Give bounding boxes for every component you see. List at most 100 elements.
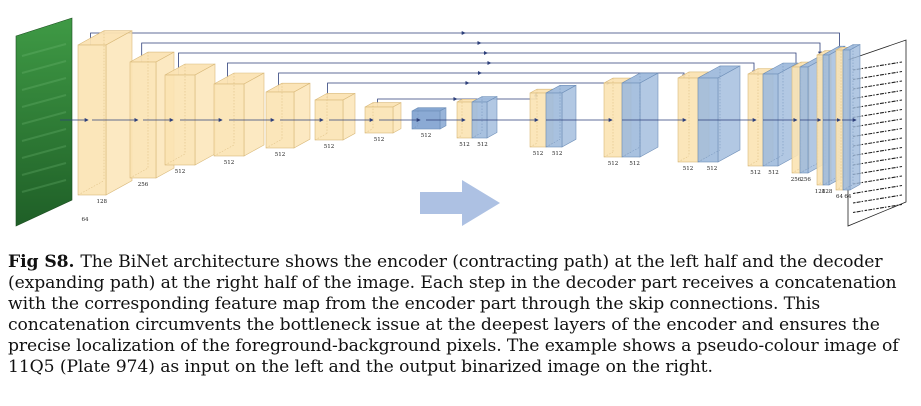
enc5-block-hidden [265,138,283,149]
bottleneck-dim-label: 512 [421,133,432,139]
out-decoder-half-side [849,43,861,191]
dec2-dim-label: 256 [791,177,802,183]
dec2-decoder-half-hidden [799,162,819,174]
output-text-line [852,203,903,214]
enc4-block-side [243,72,265,157]
enc1-block [77,30,133,196]
enc1-dim-label: 64 [82,217,89,223]
dec6-dim-label: 512 [533,151,544,157]
output-text-line [852,89,903,100]
output-text-line [852,137,903,147]
bottleneck-block [411,107,447,130]
flow-direction-arrow [420,180,500,226]
dec6-dim-label: 512 [552,151,563,157]
dec5-dim-label: 512 [608,161,619,167]
output-text-line [852,165,903,176]
input-texture [21,43,67,57]
output-text-line [852,127,903,138]
enc3-block-hidden [164,153,186,166]
dec4-decoder-half-hidden [697,149,721,163]
output-text-line [852,61,903,71]
output-text-line [852,184,903,195]
output-text-line [852,108,903,119]
dec7-dim-label: 512 [477,142,488,148]
dec1-dim-label: 128 [815,189,826,195]
out-decoder-half-hidden [842,184,854,191]
enc3-block [164,63,216,166]
input-texture [21,128,67,142]
enc5-block-side [293,82,311,149]
out-dim-label: 64 [836,194,843,200]
caption-label: Fig S8. [8,252,75,272]
dec4-decoder-half-side [717,65,741,163]
dec5-decoder-half-hidden [621,146,641,158]
input-texture [21,94,67,108]
dec7-dim-label: 512 [459,142,470,148]
dec5-dim-label: 512 [629,161,640,167]
output-text-line [852,175,903,185]
input-texture [21,162,67,176]
dec4-decoder-half [697,65,741,163]
input-texture [21,111,67,125]
out-decoder-half [842,43,861,191]
dec1-dim-label: 128 [822,189,833,195]
dec4-skip-half-hidden [677,155,690,163]
enc7-dim-label: 512 [374,137,385,143]
input-image [15,17,73,227]
dec7-decoder-half [471,95,498,139]
dec7-skip-half-hidden [456,135,463,139]
bottleneck-block-hidden [411,125,419,130]
output-text-line [852,156,903,166]
input-texture [21,145,67,159]
enc5-block [265,82,311,149]
output-text-line [852,118,903,128]
dec6-decoder-half-side [561,84,577,148]
enc1-dim-label: 128 [97,199,108,205]
input-texture [21,179,67,193]
dec3-decoder-half-hidden [762,154,784,167]
enc2-block-hidden [129,167,149,179]
output-text-line [852,99,903,109]
output-text-line [852,194,903,204]
dec7-decoder-half-hidden [471,132,483,139]
enc7-block-side [392,102,402,134]
dec5-decoder-half [621,72,659,158]
skip-connection [141,42,822,62]
dec2-dim-label: 256 [800,177,811,183]
dec3-skip-half-hidden [747,160,759,167]
bottleneck-block-side [439,107,447,130]
dec5-decoder-half-side [639,72,659,158]
enc4-block-hidden [213,144,235,157]
enc6-block-side [342,92,356,141]
input-texture [21,60,67,74]
dec6-skip-half-hidden [529,142,538,148]
enc4-dim-label: 512 [224,160,235,166]
dec4-dim-label: 512 [683,166,694,172]
skip-connection [227,62,756,84]
enc1-block-hidden [77,180,105,196]
enc4-block [213,72,265,157]
caption-text: The BiNet architecture shows the encoder… [8,252,899,377]
flow-arrow [420,180,500,226]
skip-connection [90,32,842,51]
enc3-dim-label: 512 [175,169,186,175]
enc6-dim-label: 512 [324,144,335,150]
out-skip-half-hidden [835,187,842,191]
output-text-line [852,80,903,90]
output-text-line [852,70,903,81]
dec6-decoder-half [545,84,577,148]
output-text-line [852,146,903,157]
dec3-dim-label: 512 [750,170,761,176]
enc7-block [364,102,402,134]
figure-caption: Fig S8.The BiNet architecture shows the … [8,252,914,378]
enc5-dim-label: 512 [275,152,286,158]
dec3-dim-label: 512 [768,170,779,176]
enc6-block-hidden [314,133,328,141]
input-texture [21,77,67,91]
out-dim-label: 64 [844,194,851,200]
enc3-block-side [194,63,216,166]
enc2-dim-label: 256 [138,182,149,188]
dec4-dim-label: 512 [707,166,718,172]
enc6-block [314,92,356,141]
